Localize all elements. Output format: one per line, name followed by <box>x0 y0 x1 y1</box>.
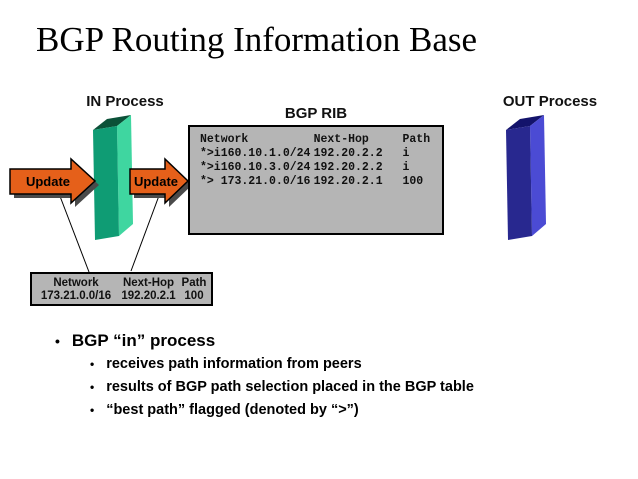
update-cell-next-hop: 192.20.2.1 <box>121 290 176 302</box>
out-process-bar <box>506 115 546 240</box>
right-connector-line <box>130 192 161 272</box>
page-title: BGP Routing Information Base <box>36 20 478 59</box>
rib-header-network: Network <box>200 133 249 146</box>
update-header-path: Path <box>181 277 207 289</box>
update-table-value-row: 173.21.0.0/16 192.20.2.1 100 <box>32 290 211 303</box>
update-route-table: Network Next-Hop Path 173.21.0.0/16 192.… <box>30 272 213 306</box>
rib-header-next-hop: Next-Hop <box>313 133 369 146</box>
left-connector-line <box>57 190 90 273</box>
update-table-header-row: Network Next-Hop Path <box>32 277 211 290</box>
in-bar-side-face <box>117 115 133 236</box>
bullet-sub-2: results of BGP path selection placed in … <box>90 379 474 395</box>
out-bar-side-face <box>530 115 546 236</box>
rib-cell-next-hop: 192.20.2.1 <box>313 175 383 188</box>
rib-cell-path: i <box>402 147 410 160</box>
right-update-arrow-shape <box>129 157 190 205</box>
rib-row-1: *>i160.10.1.0/24 192.20.2.2 i <box>200 147 442 161</box>
left-update-arrow-label: Update <box>25 174 71 189</box>
rib-cell-network: *> 173.21.0.0/16 <box>200 175 311 188</box>
right-update-arrow <box>129 157 192 207</box>
out-process-label: OUT Process <box>502 93 598 110</box>
rib-header-row: Network Next-Hop Path <box>200 133 442 147</box>
rib-cell-network: *>i160.10.3.0/24 <box>200 161 311 174</box>
left-update-arrow <box>9 157 99 207</box>
rib-cell-path: i <box>402 161 410 174</box>
bullet-main: BGP “in” process <box>55 331 215 351</box>
update-header-next-hop: Next-Hop <box>122 277 175 289</box>
bullet-main-text: BGP “in” process <box>71 331 216 350</box>
bullet-sub-3-text: “best path” flagged (denoted by “>”) <box>106 402 359 418</box>
update-header-network: Network <box>53 277 99 289</box>
rib-cell-next-hop: 192.20.2.2 <box>313 147 383 160</box>
left-update-arrow-shape <box>9 157 97 205</box>
bullet-sub-1-text: receives path information from peers <box>106 356 362 372</box>
rib-cell-next-hop: 192.20.2.2 <box>313 161 383 174</box>
in-process-bar <box>93 115 133 240</box>
right-update-arrow-label: Update <box>133 174 179 189</box>
rib-row-2: *>i160.10.3.0/24 192.20.2.2 i <box>200 161 442 175</box>
in-bar-front-face <box>93 126 119 240</box>
rib-cell-path: 100 <box>402 175 424 188</box>
in-bar-top-face <box>93 115 131 130</box>
in-process-label: IN Process <box>86 93 164 110</box>
out-bar-front-face <box>506 126 532 240</box>
bullet-sub-3: “best path” flagged (denoted by “>”) <box>90 402 359 418</box>
update-cell-network: 173.21.0.0/16 <box>40 290 112 302</box>
rib-cell-network: *>i160.10.1.0/24 <box>200 147 311 160</box>
rib-row-3: *> 173.21.0.0/16 192.20.2.1 100 <box>200 175 442 189</box>
update-cell-path: 100 <box>184 290 204 302</box>
bullet-sub-2-text: results of BGP path selection placed in … <box>106 379 474 395</box>
bullet-sub-1: receives path information from peers <box>90 356 362 372</box>
bgp-rib-table: Network Next-Hop Path *>i160.10.1.0/24 1… <box>188 125 444 235</box>
rib-header-path: Path <box>402 133 431 146</box>
out-bar-top-face <box>506 115 544 130</box>
bgp-rib-label: BGP RIB <box>284 105 348 122</box>
